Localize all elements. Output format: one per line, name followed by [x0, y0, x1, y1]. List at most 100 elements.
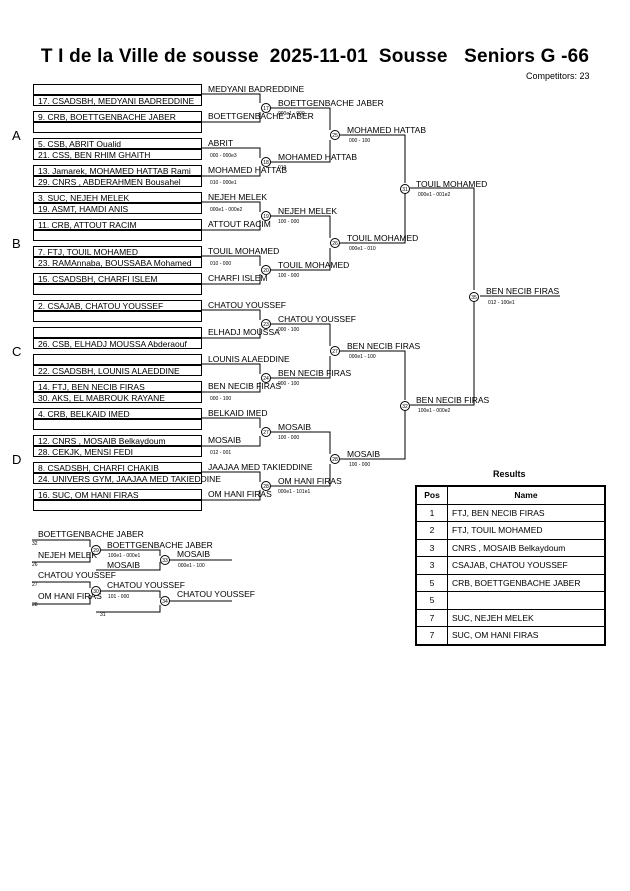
repechage-seed: 27 — [32, 582, 38, 588]
match-score: 100 - 000 — [278, 273, 300, 279]
match-node: 25 — [330, 130, 340, 140]
match-score: 000 - 100 — [210, 396, 232, 402]
entry-box: 14. FTJ, BEN NECIB FIRAS — [33, 381, 202, 392]
bracket-name: NEJEH MELEK — [208, 192, 268, 202]
entry-name: 17. CSADSBH, MEDYANI BADREDDINE — [38, 96, 195, 106]
entry-box: 26. CSB, ELHADJ MOUSSA Abderaouf — [33, 338, 202, 349]
repechage-score: 000e1 - 100 — [178, 563, 205, 569]
pool-label-d: D — [12, 452, 22, 467]
bracket-name: BOETTGENBACHE JABER — [208, 111, 314, 121]
match-score: 012 - 100e1 — [488, 300, 515, 306]
entry-name: 30. AKS, EL MABROUK RAYANE — [38, 393, 165, 403]
repechage-score: 101 - 000 — [108, 594, 130, 600]
result-name: CNRS , MOSAIB Belkaydoum — [447, 538, 606, 557]
bracket-slot — [33, 419, 202, 430]
entry-name: 14. FTJ, BEN NECIB FIRAS — [38, 382, 145, 392]
repechage-name: MOSAIB — [177, 549, 211, 559]
bracket-name: TOUIL MOHAMED — [208, 246, 280, 256]
result-pos: 7 — [415, 608, 448, 627]
entry-box: 3. SUC, NEJEH MELEK — [33, 192, 202, 203]
bracket-name: TOUIL MOHAMED — [278, 260, 350, 270]
result-pos: 5 — [415, 573, 448, 592]
entry-name: 13. Jamarek, MOHAMED HATTAB Rami — [38, 166, 191, 176]
result-pos: 3 — [415, 556, 448, 575]
repechage-name: CHATOU YOUSSEF — [177, 589, 255, 599]
result-name: CRB, BOETTGENBACHE JABER — [447, 573, 606, 592]
bracket-slot — [33, 500, 202, 511]
entry-box: 28. CEKJK, MENSI FEDI — [33, 446, 202, 457]
entry-name: 19. ASMT, HAMDI ANIS — [38, 204, 129, 214]
final-winner: BEN NECIB FIRAS — [486, 286, 560, 296]
repechage-name: CHATOU YOUSSEF — [107, 580, 185, 590]
bracket-name: BOETTGENBACHE JABER — [278, 98, 384, 108]
bracket-name: TOUIL MOHAMED — [347, 233, 419, 243]
entry-box: 15. CSADSBH, CHARFI ISLEM — [33, 273, 202, 284]
col-pos: Pos — [415, 485, 448, 505]
match-score: 000e1 - 010 — [349, 246, 376, 252]
match-score: 000e1 - 000 — [278, 111, 305, 117]
pool-label-c: C — [12, 344, 22, 359]
entry-name: 29. CNRS , ABDERAHMEN Bousahel — [38, 177, 181, 187]
table-row: 5 — [415, 591, 606, 610]
match-score: 100e1 - 000e2 — [418, 408, 451, 414]
pool-label-a: A — [12, 128, 21, 143]
bracket-name: BEN NECIB FIRAS — [278, 368, 352, 378]
repechage-name: MOSAIB — [107, 560, 141, 570]
bracket-name: TOUIL MOHAMED — [416, 179, 488, 189]
match-score: 000e1 - 100 — [349, 354, 376, 360]
entry-box: 4. CRB, BELKAID IMED — [33, 408, 202, 419]
bracket-name: CHATOU YOUSSEF — [278, 314, 356, 324]
result-pos: 2 — [415, 521, 448, 540]
entry-box: 13. Jamarek, MOHAMED HATTAB Rami — [33, 165, 202, 176]
page-title: T I de la Ville de sousse 2025-11-01 Sou… — [40, 46, 590, 67]
match-score: 010 - 000 — [210, 261, 232, 267]
bracket-name: CHARFI ISLEM — [208, 273, 268, 283]
result-name: SUC, OM HANI FIRAS — [447, 626, 606, 645]
match-node: 29 — [91, 545, 101, 555]
entry-name: 4. CRB, BELKAID IMED — [38, 409, 130, 419]
match-score: 100 - 000 — [278, 435, 300, 441]
entry-name: 16. SUC, OM HANI FIRAS — [38, 490, 139, 500]
match-score: 012 - 001 — [210, 450, 232, 456]
bracket-slot — [33, 311, 202, 322]
repechage-name: NEJEH MELEK — [38, 550, 98, 560]
match-node: 18 — [261, 157, 271, 167]
competitors-count: Competitors: 23 — [526, 71, 590, 81]
repechage-seed: 28 — [32, 602, 38, 608]
entry-box: 22. CSADSBH, LOUNIS ALAEDDINE — [33, 365, 202, 376]
entry-box: 24. UNIVERS GYM, JAAJAA MED TAKIEDDINE — [33, 473, 221, 484]
entry-name: 22. CSADSBH, LOUNIS ALAEDDINE — [38, 366, 180, 376]
repechage-name: BOETTGENBACHE JABER — [38, 529, 144, 539]
entry-name: 5. CSB, ABRIT Oualid — [38, 139, 121, 149]
entry-box: 29. CNRS , ABDERAHMEN Bousahel — [33, 176, 202, 187]
bracket-name: MOHAMED HATTAB — [208, 165, 288, 175]
bracket-slot — [33, 354, 202, 365]
bracket-name: CHATOU YOUSSEF — [208, 300, 286, 310]
match-node: 27 — [330, 346, 340, 356]
repechage-seed: 32 — [32, 541, 38, 547]
bracket-name: JAAJAA MED TAKIEDDINE — [208, 462, 313, 472]
match-node: 28 — [330, 454, 340, 464]
bracket-name: MOHAMED HATTAB — [278, 152, 358, 162]
bracket-name: BEN NECIB FIRAS — [347, 341, 421, 351]
repechage-name: OM HANI FIRAS — [38, 591, 102, 601]
entry-box: 2. CSAJAB, CHATOU YOUSSEF — [33, 300, 202, 311]
results-header-row: Pos Name — [415, 485, 606, 505]
bracket-name: MOHAMED HATTAB — [347, 125, 427, 135]
entry-box: 8. CSADSBH, CHARFI CHAKIB — [33, 462, 202, 473]
match-node: 24 — [261, 373, 271, 383]
repechage-seed: 26 — [32, 562, 38, 568]
bracket-name: ELHADJ MOUSSA — [208, 327, 280, 337]
match-score: 000e1 - 001e2 — [418, 192, 451, 198]
bracket-slot — [33, 122, 202, 133]
match-node: 33 — [160, 555, 170, 565]
entry-box: 16. SUC, OM HANI FIRAS — [33, 489, 202, 500]
repechage-seed: 31 — [100, 612, 106, 618]
entry-name: 15. CSADSBH, CHARFI ISLEM — [38, 274, 158, 284]
entry-box: 23. RAMAnnaba, BOUSSABA Mohamed — [33, 257, 202, 268]
